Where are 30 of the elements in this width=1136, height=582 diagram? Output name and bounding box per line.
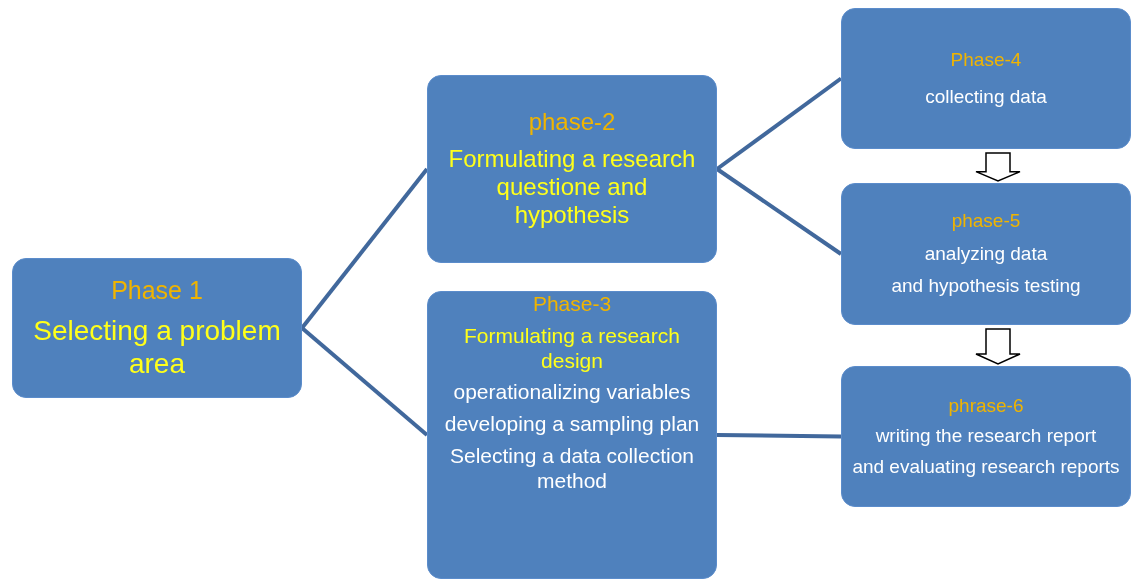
phase-task: writing the research report xyxy=(875,425,1097,448)
phase-heading: Phase 1 xyxy=(111,276,203,306)
phase-task: developing a sampling plan xyxy=(444,412,700,437)
phase-box xyxy=(427,291,717,579)
block-arrow xyxy=(975,328,1021,365)
phase-title: Formulating a research questione and hypothesis xyxy=(447,144,697,230)
phase-task: and hypothesis testing xyxy=(891,275,1081,298)
phase-title: Selecting a problem area xyxy=(32,313,282,380)
phase-task: analyzing data xyxy=(924,242,1048,266)
phase-box xyxy=(841,8,1131,149)
phase-heading: phase-5 xyxy=(951,210,1021,233)
phase-heading: phase-2 xyxy=(528,108,616,137)
phase-title: Formulating a research design xyxy=(463,323,681,374)
phase-task: Selecting a data collection method xyxy=(449,443,695,494)
phase-heading: phrase-6 xyxy=(948,394,1024,418)
phase-task: and evaluating research reports xyxy=(852,455,1120,479)
phase-box xyxy=(12,258,302,398)
connector-line xyxy=(716,433,842,439)
phase-box xyxy=(841,366,1131,507)
phase-box xyxy=(427,75,717,263)
phase-task: operationalizing variables xyxy=(453,380,691,406)
connector-line xyxy=(715,167,843,256)
connector-line xyxy=(715,76,843,171)
phase-task: collecting data xyxy=(925,85,1047,108)
block-arrow xyxy=(975,152,1021,182)
connector-line xyxy=(300,167,429,330)
connector-line xyxy=(300,326,429,437)
phase-heading: Phase-4 xyxy=(950,49,1022,72)
phase-box xyxy=(841,183,1131,325)
phase-heading: Phase-3 xyxy=(532,292,612,317)
